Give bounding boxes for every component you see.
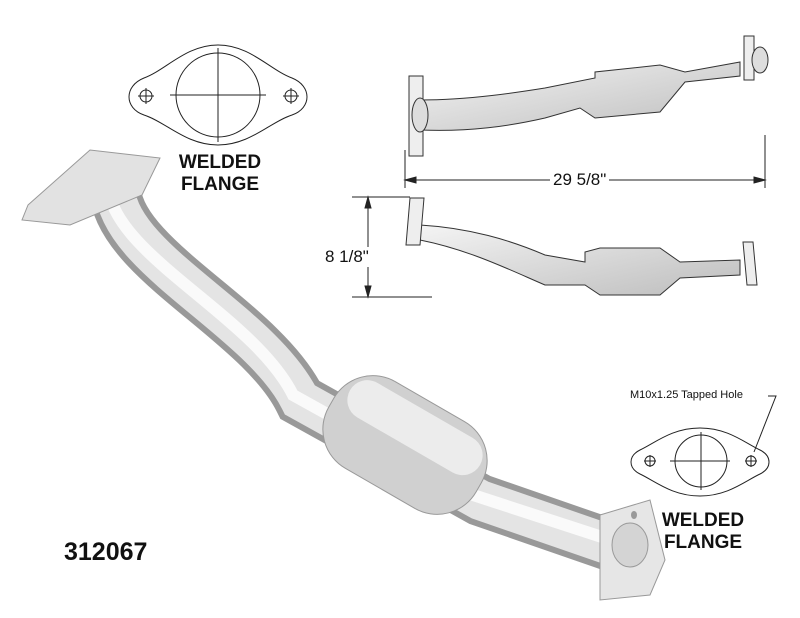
bottom-flange-label-line2: FLANGE [663, 532, 743, 553]
part-number: 312067 [64, 538, 148, 566]
top-flange-label: WELDED FLANGE [165, 152, 275, 196]
bottom-flange-label-line1: WELDED [661, 510, 745, 531]
height-dimension: 8 1/8" [322, 247, 372, 267]
top-flange-schematic [128, 44, 308, 146]
bottom-flange-schematic [630, 395, 777, 497]
top-flange-label-line2: FLANGE [180, 174, 260, 195]
tapped-hole-note: M10x1.25 Tapped Hole [630, 389, 743, 401]
catalytic-converter-3d [21, 149, 666, 601]
length-dimension: 29 5/8" [550, 170, 610, 190]
top-flange-label-line1: WELDED [178, 152, 262, 173]
bottom-flange-label: WELDED FLANGE [648, 510, 758, 554]
top-view-pipe [405, 35, 769, 296]
